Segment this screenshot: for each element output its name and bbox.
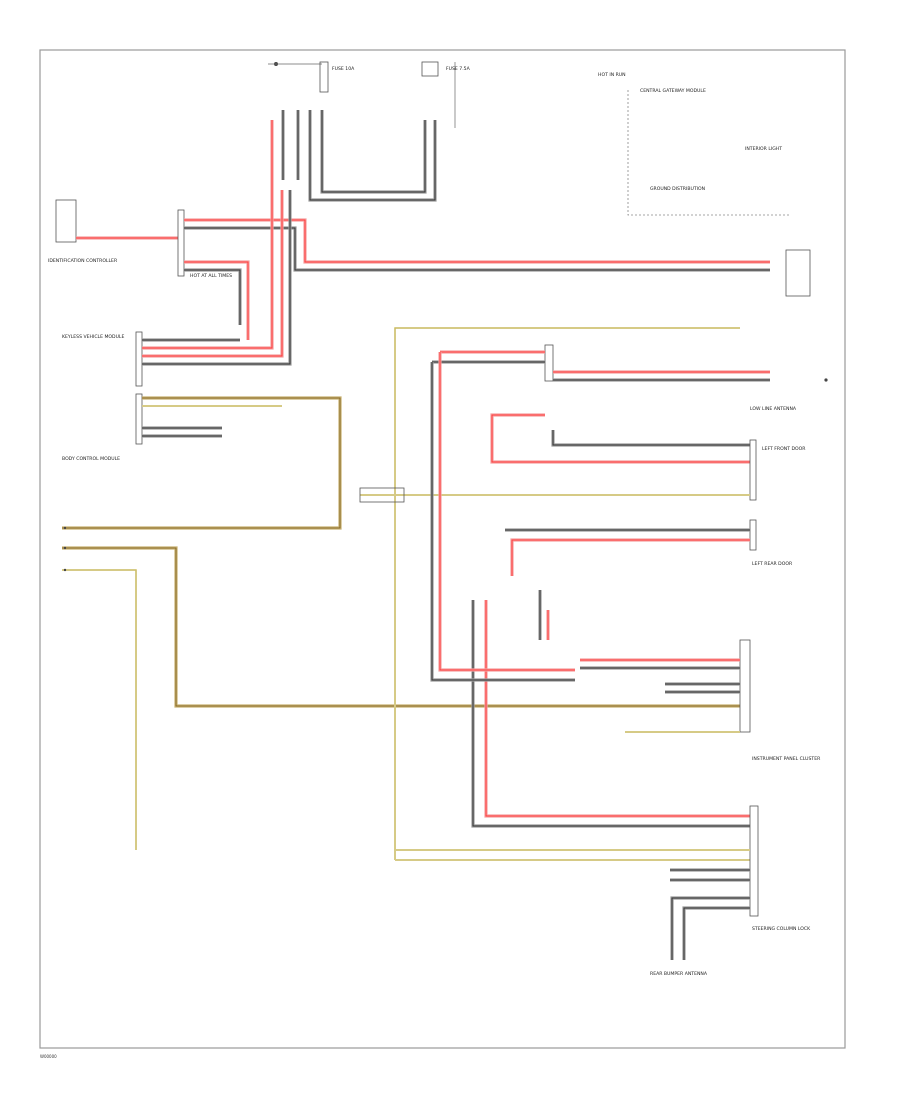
smart-module-label: IDENTIFICATION CONTROLLER xyxy=(48,258,118,264)
fuse-box-a xyxy=(319,61,329,93)
hot-in-run-label: HOT IN RUN xyxy=(598,72,626,78)
smart-connector xyxy=(55,199,77,243)
left-rear-door-connector xyxy=(749,519,757,551)
keyless-pin-a: KEYLESS VEHICLE MODULE xyxy=(62,334,124,340)
shield-fuse-label: HOT AT ALL TIMES xyxy=(190,273,232,279)
ground-block xyxy=(359,487,405,503)
central-gateway-label: CENTRAL GATEWAY MODULE xyxy=(640,88,706,94)
left-front-door-label: LEFT FRONT DOOR xyxy=(762,446,806,452)
fuse-b-label: FUSE 7.5A xyxy=(446,66,471,72)
instrument-panel-connector xyxy=(739,639,751,733)
left-rear-door-label: LEFT REAR DOOR xyxy=(752,561,793,567)
keyless-connector xyxy=(135,331,143,387)
fuse-box-b xyxy=(421,61,439,77)
fuse-a-label: FUSE 10A xyxy=(332,66,355,72)
instrument-panel-label: INSTRUMENT PANEL CLUSTER xyxy=(752,756,821,762)
bcm-right-connector xyxy=(785,249,811,297)
steering-lock-connector xyxy=(749,805,759,917)
diagram-frame xyxy=(39,49,846,1049)
gateway-connector xyxy=(135,393,143,445)
low-line-antenna-label: LOW LINE ANTENNA xyxy=(750,406,797,412)
ground-dist-label: GROUND DISTRIBUTION xyxy=(650,186,705,192)
mid-connector-top xyxy=(544,344,554,382)
left-front-door-connector xyxy=(749,439,757,501)
interior-light-label: INTERIOR LIGHT xyxy=(745,146,782,152)
steering-lock-label: STEERING COLUMN LOCK xyxy=(752,926,811,932)
bcm-connector xyxy=(177,209,185,277)
footer-code: W00000 xyxy=(40,1054,57,1059)
body-ctrl-label: BODY CONTROL MODULE xyxy=(62,456,120,462)
top-fuse-group: FUSE 10A FUSE 7.5A HOT IN RUN CENTRAL GA… xyxy=(268,61,706,128)
rear-bumper-label: REAR BUMPER ANTENNA xyxy=(650,971,708,977)
